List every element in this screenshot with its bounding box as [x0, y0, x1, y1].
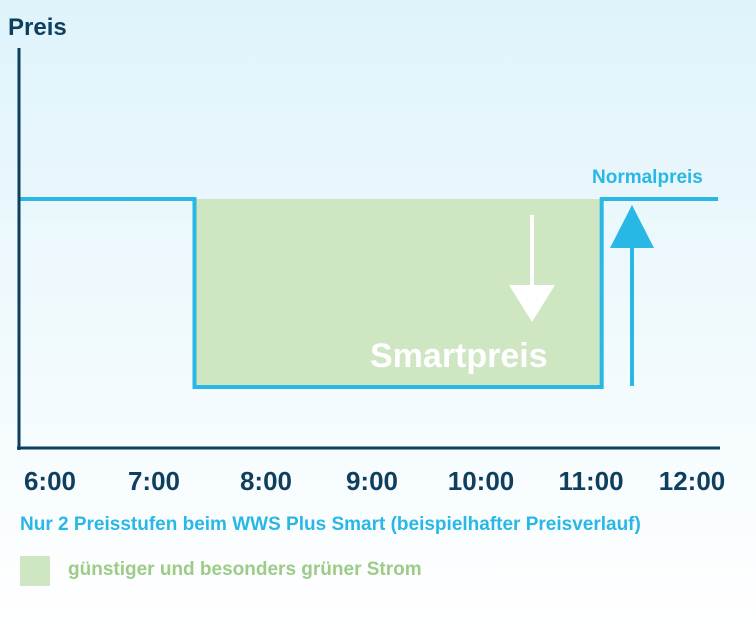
- chart-caption: Nur 2 Preisstufen beim WWS Plus Smart (b…: [20, 514, 641, 535]
- x-tick-9: 9:00: [345, 466, 399, 496]
- x-tick-7: 7:00: [127, 466, 181, 496]
- up-arrow-icon: [610, 205, 654, 386]
- x-tick-12: 12:00: [658, 466, 726, 496]
- x-tick-8: 8:00: [239, 466, 293, 496]
- y-axis-label: Preis: [8, 14, 67, 41]
- price-step-line: [20, 197, 718, 389]
- x-tick-6: 6:00: [23, 466, 77, 496]
- x-tick-11: 11:00: [558, 466, 624, 496]
- down-arrow-icon: [509, 215, 555, 322]
- down-arrow-head: [509, 285, 555, 322]
- smartpreis-label: Smartpreis: [370, 337, 548, 375]
- legend-label: günstiger und besonders grüner Strom: [68, 559, 422, 580]
- x-tick-10: 10:00: [447, 466, 515, 496]
- legend-swatch: [20, 556, 50, 586]
- normalpreis-label: Normalpreis: [592, 167, 703, 188]
- up-arrow-head: [610, 205, 654, 248]
